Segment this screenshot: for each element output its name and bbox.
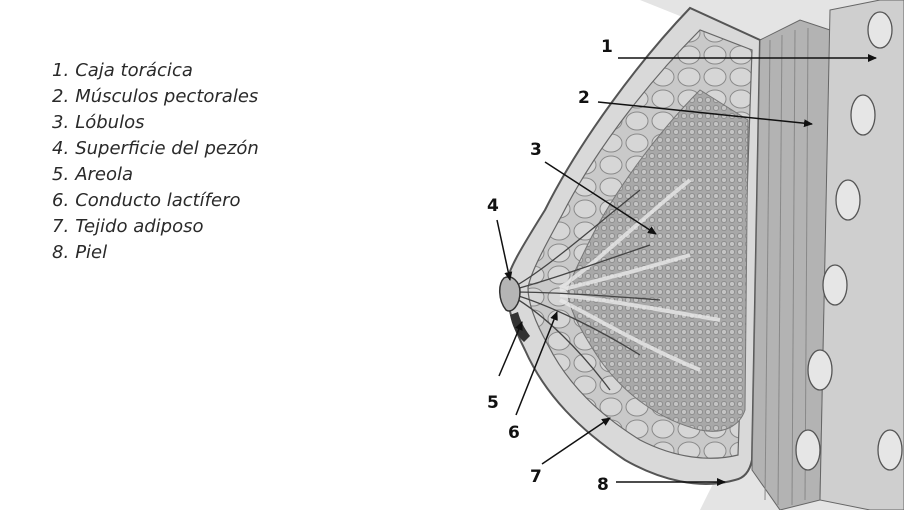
callout-number-6: 6 bbox=[508, 423, 520, 443]
legend-item-label: Lóbulos bbox=[75, 112, 144, 133]
legend-item-label: Conducto lactífero bbox=[75, 190, 240, 211]
legend-item-number: 4. bbox=[52, 138, 69, 159]
callout-number-5: 5 bbox=[487, 393, 499, 413]
callout-number-1: 1 bbox=[601, 37, 613, 57]
legend-item: 5. Areola bbox=[52, 162, 259, 188]
legend-item-label: Areola bbox=[75, 164, 133, 185]
legend-item-number: 6. bbox=[52, 190, 69, 211]
legend-item-label: Músculos pectorales bbox=[75, 86, 258, 107]
legend-item: 8. Piel bbox=[52, 240, 259, 266]
legend-item: 6. Conducto lactífero bbox=[52, 188, 259, 214]
legend-item-label: Superficie del pezón bbox=[75, 138, 259, 159]
callout-line-4 bbox=[497, 220, 510, 280]
legend-item: 7. Tejido adiposo bbox=[52, 214, 259, 240]
legend-item-label: Tejido adiposo bbox=[75, 216, 203, 237]
legend-item: 3. Lóbulos bbox=[52, 110, 259, 136]
anatomy-legend: 1. Caja torácica 2. Músculos pectorales 3.… bbox=[52, 58, 259, 266]
legend-item-label: Piel bbox=[75, 242, 107, 263]
legend-item-number: 7. bbox=[52, 216, 69, 237]
callout-number-4: 4 bbox=[487, 196, 499, 216]
callout-line-5 bbox=[499, 322, 522, 376]
legend-item: 2. Músculos pectorales bbox=[52, 84, 259, 110]
legend-item: 1. Caja torácica bbox=[52, 58, 259, 84]
callout-number-3: 3 bbox=[530, 140, 542, 160]
callout-number-8: 8 bbox=[597, 475, 609, 495]
legend-item-label: Caja torácica bbox=[75, 60, 193, 81]
legend-item: 4. Superficie del pezón bbox=[52, 136, 259, 162]
legend-item-number: 8. bbox=[52, 242, 69, 263]
callout-number-2: 2 bbox=[578, 88, 590, 108]
legend-item-number: 1. bbox=[52, 60, 69, 81]
legend-item-number: 3. bbox=[52, 112, 69, 133]
legend-item-number: 2. bbox=[52, 86, 69, 107]
legend-item-number: 5. bbox=[52, 164, 69, 185]
pectoral-muscle bbox=[752, 20, 830, 510]
callout-number-7: 7 bbox=[530, 467, 542, 487]
nipple bbox=[500, 277, 520, 311]
